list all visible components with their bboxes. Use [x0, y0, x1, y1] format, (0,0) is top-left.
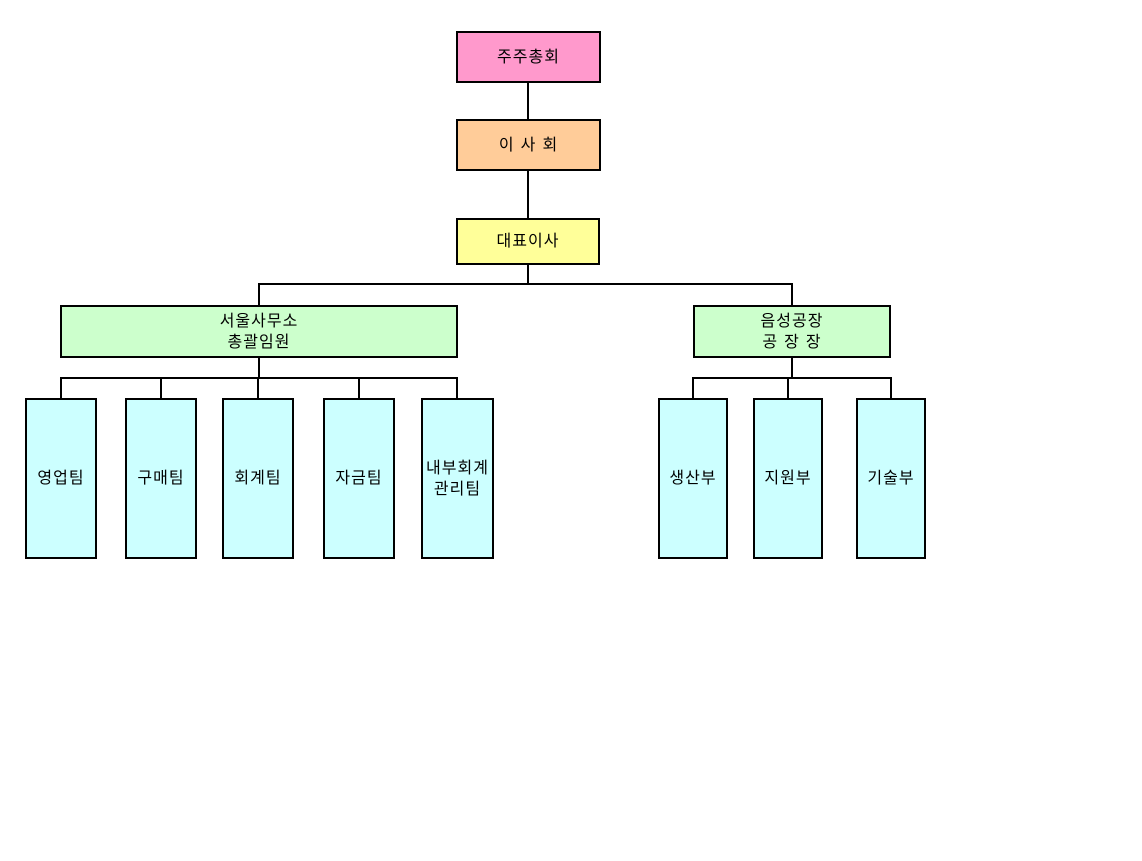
- connector-drop-factory: [791, 283, 793, 305]
- connector-drop-accounting-team: [257, 377, 259, 398]
- org-node-internal-accounting-team: 내부회계 관리팀: [421, 398, 494, 559]
- org-node-sales-team: 영업팀: [25, 398, 97, 559]
- org-node-technical-dept: 기술부: [856, 398, 926, 559]
- connector-drop-purchasing-team: [160, 377, 162, 398]
- connector-drop-support-dept: [787, 377, 789, 398]
- connector-factory-stem: [791, 358, 793, 378]
- connector-ceo-stem: [527, 265, 529, 285]
- org-node-seoul-office: 서울사무소 총괄임원: [60, 305, 458, 358]
- org-node-support-dept: 지원부: [753, 398, 823, 559]
- org-node-purchasing-team: 구매팀: [125, 398, 197, 559]
- org-node-finance-team: 자금팀: [323, 398, 395, 559]
- connector-drop-production-dept: [692, 377, 694, 398]
- connector-drop-sales-team: [60, 377, 62, 398]
- connector-ceo-crossbar: [258, 283, 793, 285]
- connector-seoul-crossbar: [60, 377, 458, 379]
- connector-drop-finance-team: [358, 377, 360, 398]
- org-node-accounting-team: 회계팀: [222, 398, 294, 559]
- connector-drop-seoul-office: [258, 283, 260, 305]
- org-node-production-dept: 생산부: [658, 398, 728, 559]
- org-node-board-of-directors: 이 사 회: [456, 119, 601, 171]
- org-node-eumseong-factory: 음성공장 공 장 장: [693, 305, 891, 358]
- connector-drop-internal-accounting-team: [456, 377, 458, 398]
- org-node-shareholders-meeting: 주주총회: [456, 31, 601, 83]
- connector-seoul-stem: [258, 358, 260, 378]
- connector-factory-crossbar: [692, 377, 892, 379]
- connector-drop-technical-dept: [890, 377, 892, 398]
- connector-shareholders-board: [527, 83, 529, 119]
- org-node-ceo: 대표이사: [456, 218, 600, 265]
- connector-board-ceo: [527, 171, 529, 218]
